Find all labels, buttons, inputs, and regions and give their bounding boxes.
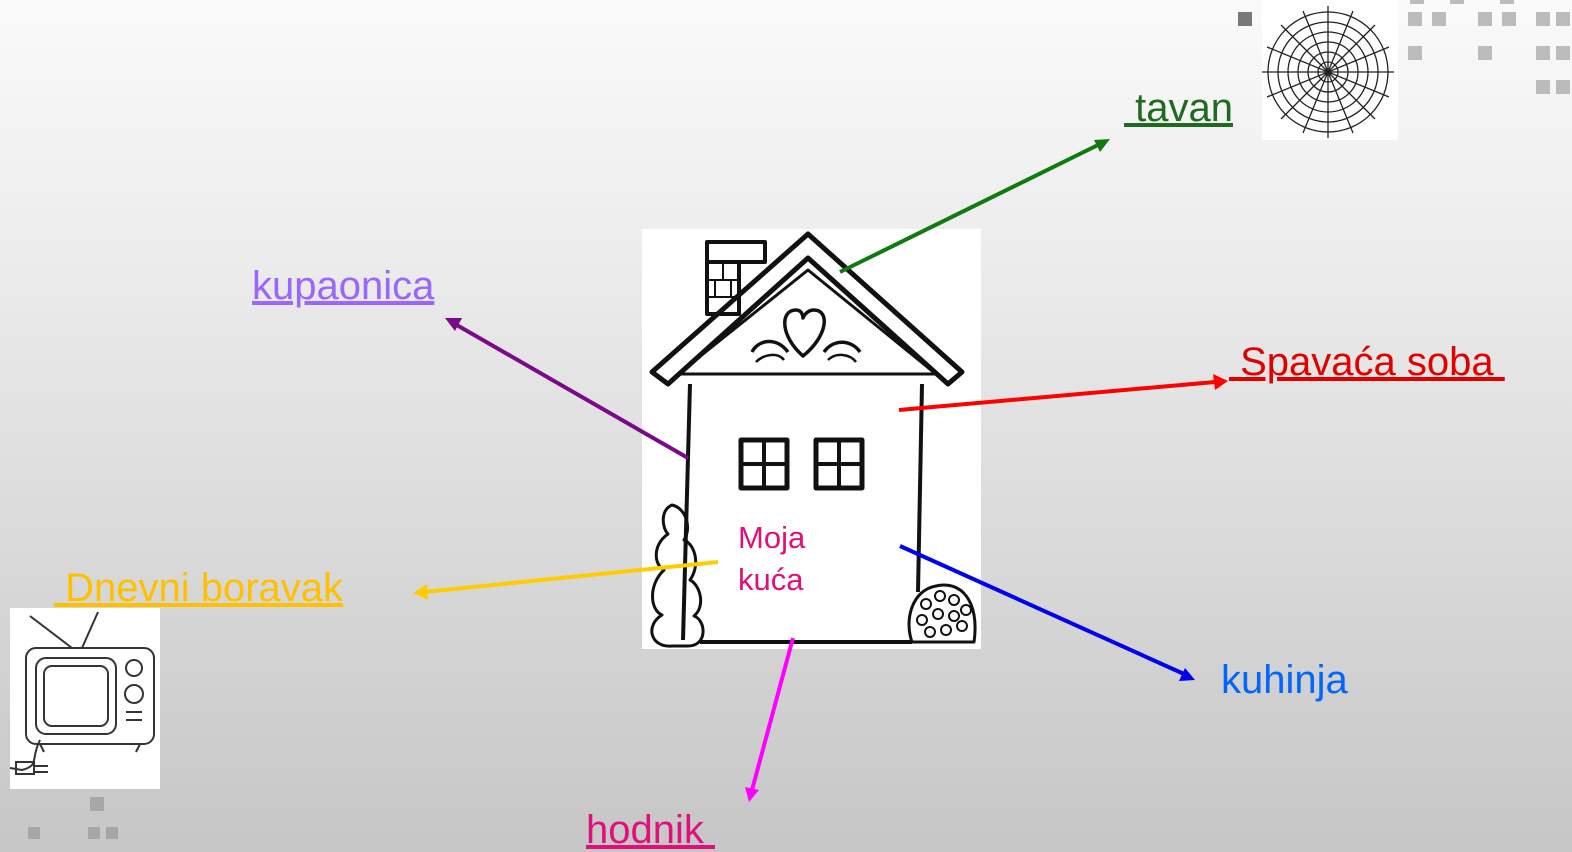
arrow-tavan-head (1094, 139, 1110, 152)
arrow-layer (413, 139, 1228, 802)
arrow-kuhinja-head (1179, 668, 1195, 681)
label-kuhinja: kuhinja (1221, 658, 1348, 702)
link-tavan[interactable]: tavan (1124, 86, 1233, 130)
decorative-squares-icon (28, 797, 118, 839)
house-title-line2: kuća (738, 562, 804, 597)
house-title: Moja kuća (738, 517, 805, 601)
house-title-line1: Moja (738, 520, 806, 555)
arrow-hodnik (750, 637, 795, 791)
arrow-kupaonica (454, 322, 689, 460)
link-kupaonica[interactable]: kupaonica (252, 264, 435, 308)
arrow-hodnik-head (745, 787, 759, 802)
arrow-dnevni-boravak (423, 560, 719, 594)
link-hodnik[interactable]: hodnik (586, 808, 715, 852)
arrow-kupaonica-head (445, 318, 462, 331)
house-drawing-icon (649, 231, 977, 648)
link-dnevni-boravak[interactable]: Dnevni boravak (54, 566, 344, 610)
arrow-dnevni-boravak-head (413, 584, 428, 600)
television-icon (9, 611, 155, 775)
arrow-tavan (839, 142, 1101, 274)
link-spavaca-soba[interactable]: Spavaća soba (1229, 340, 1505, 384)
arrow-kuhinja (899, 544, 1185, 676)
arrow-spavaca-soba-head (1213, 374, 1228, 390)
arrow-spavaca-soba (898, 380, 1216, 412)
spider-web-icon (1262, 6, 1394, 138)
